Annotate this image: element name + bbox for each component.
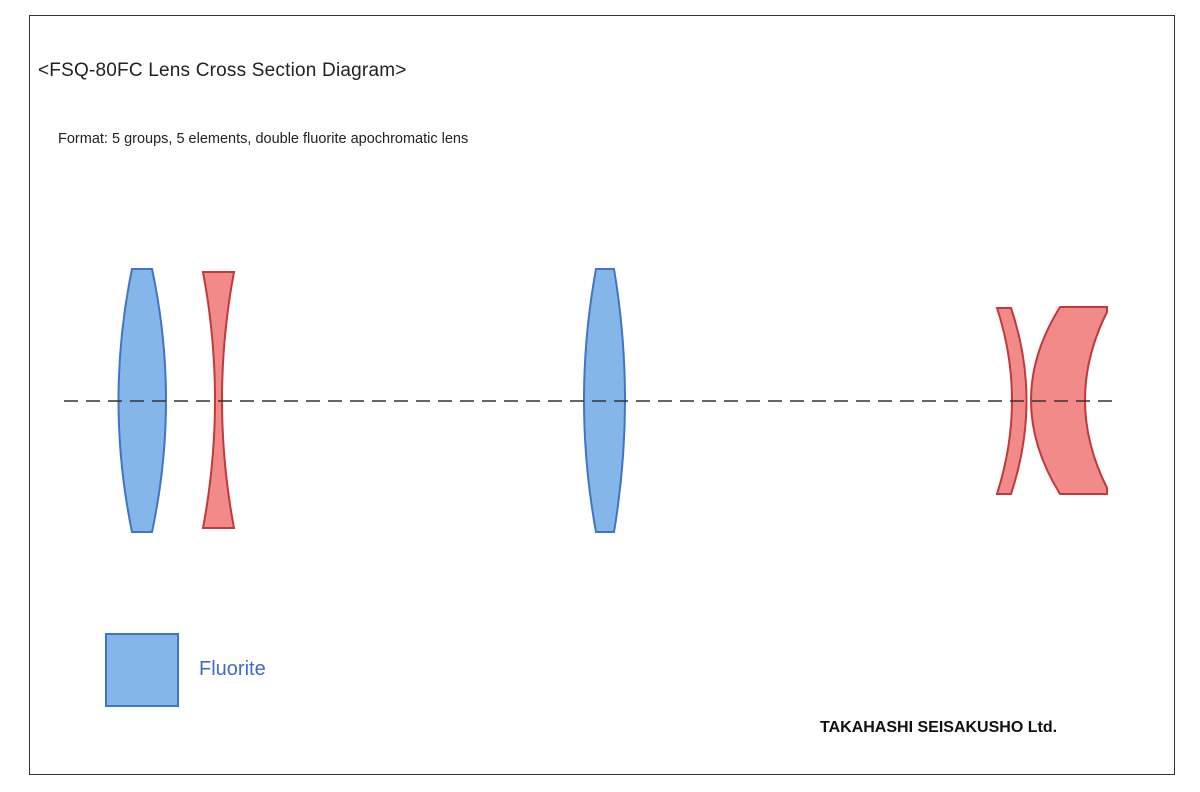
- manufacturer-name: TAKAHASHI SEISAKUSHO Ltd.: [820, 719, 1058, 736]
- legend-fluorite-label: Fluorite: [199, 658, 266, 680]
- lens-element-glass-5: [1030, 306, 1108, 495]
- lens-element-glass-4: [995, 307, 1028, 495]
- diagram-title: <FSQ-80FC Lens Cross Section Diagram>: [38, 60, 407, 81]
- legend-fluorite-swatch: [105, 633, 179, 707]
- format-description: Format: 5 groups, 5 elements, double flu…: [58, 131, 469, 147]
- lens-element-glass-2: [201, 271, 236, 529]
